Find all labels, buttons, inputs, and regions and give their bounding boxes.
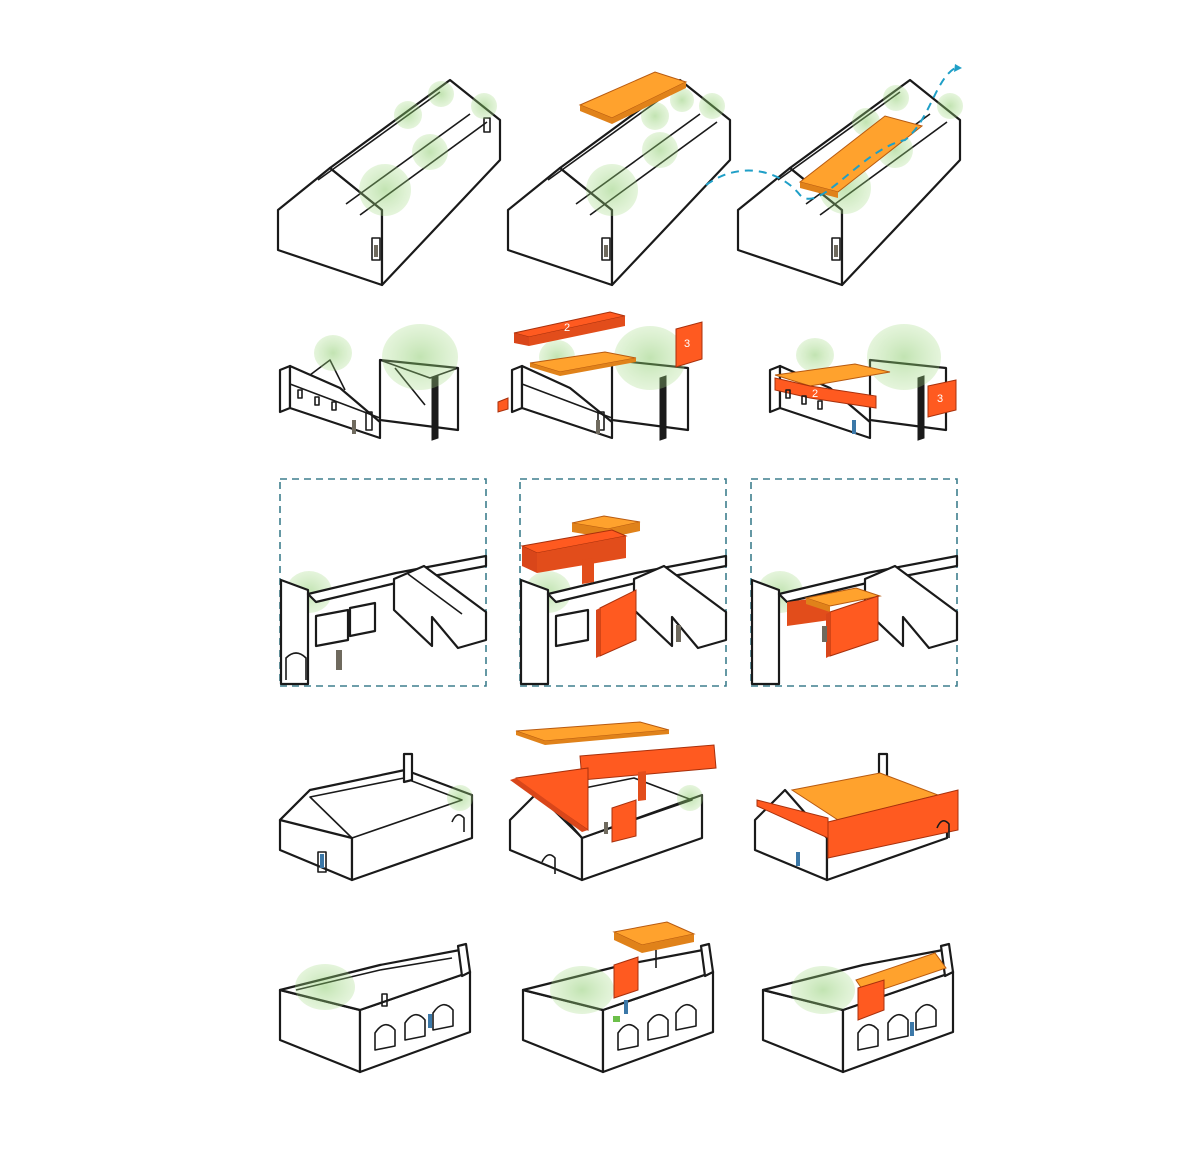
row2-col3-wall-assembled: 2 3	[768, 324, 957, 441]
row5-col2-arcade-exploded	[521, 921, 715, 1074]
tree-canopy	[550, 966, 614, 1014]
panel-red	[596, 589, 637, 658]
tree-canopy	[677, 785, 703, 811]
panel-red: 3	[927, 379, 957, 418]
arch-openings	[857, 1003, 937, 1051]
row3-col1-courtyard-existing	[279, 478, 488, 687]
panel-red	[611, 799, 637, 843]
person-figure	[796, 852, 800, 866]
tree-canopy	[791, 966, 855, 1014]
row2-col2-wall-exploded: 2 3	[497, 311, 703, 441]
row2-col1-wall-existing	[278, 324, 460, 441]
roof-plate-orange	[529, 351, 637, 376]
person-figure	[428, 1014, 432, 1028]
roof-plate-orange	[612, 921, 696, 953]
roof-plate-orange	[515, 721, 670, 745]
row5-col3-arcade-assembled	[761, 942, 955, 1074]
person-figure	[596, 420, 600, 434]
panel-red	[826, 595, 879, 658]
beam-red: 2	[513, 311, 626, 346]
tree-canopy	[447, 785, 473, 811]
tree-canopy	[295, 964, 355, 1010]
panel-number-label: 3	[937, 393, 943, 405]
wedge-wall-red	[756, 789, 959, 859]
person-figure	[604, 245, 608, 257]
roof-plate-orange	[798, 115, 924, 198]
beam-red	[520, 529, 628, 584]
arrow-head-icon	[954, 64, 962, 72]
panel-number-label: 3	[684, 338, 690, 350]
person-figure	[604, 822, 608, 834]
person-figure	[676, 625, 681, 642]
arch-openings	[617, 1003, 697, 1051]
roof-plate-orange	[578, 71, 688, 124]
panel-red: 3	[675, 321, 703, 368]
row5-col1-arcade-existing	[278, 942, 472, 1074]
person-figure	[834, 245, 838, 257]
air-flow-arrow	[705, 67, 956, 200]
row1-col2-barn-roof-plate	[506, 71, 732, 287]
person-figure	[374, 245, 378, 257]
arch-openings	[374, 1003, 454, 1051]
person-figure	[336, 650, 342, 670]
panel-red	[613, 956, 639, 999]
person-figure	[352, 420, 356, 434]
row1-col3-barn-roof-installed	[705, 64, 963, 287]
person-figure	[910, 1022, 914, 1036]
tree-canopy	[586, 88, 725, 216]
roof-plate-orange	[804, 587, 882, 612]
beam-number-label: 2	[812, 388, 818, 400]
row4-col3-enclosure-assembled	[753, 752, 959, 882]
tree-canopy	[359, 81, 497, 216]
small-green-block	[613, 1016, 620, 1022]
row1-col1-barn-existing	[276, 78, 502, 287]
row4-col1-enclosure-existing	[278, 752, 474, 882]
row3-col3-courtyard-assembled	[750, 478, 959, 687]
tree-canopy	[314, 324, 458, 390]
person-figure	[852, 420, 856, 434]
beam-red: 2	[774, 377, 877, 409]
person-figure	[822, 626, 827, 642]
tree-canopy	[796, 324, 941, 390]
beam-number-label: 2	[564, 322, 570, 334]
panel-red	[857, 979, 885, 1021]
roof-plate-orange	[774, 363, 891, 387]
person-figure	[320, 854, 324, 868]
row3-col2-courtyard-exploded	[519, 478, 728, 687]
person-figure	[624, 1000, 628, 1014]
row4-col2-enclosure-exploded	[508, 721, 717, 882]
small-block-red	[497, 397, 509, 413]
wedge-wall-red	[510, 767, 589, 832]
